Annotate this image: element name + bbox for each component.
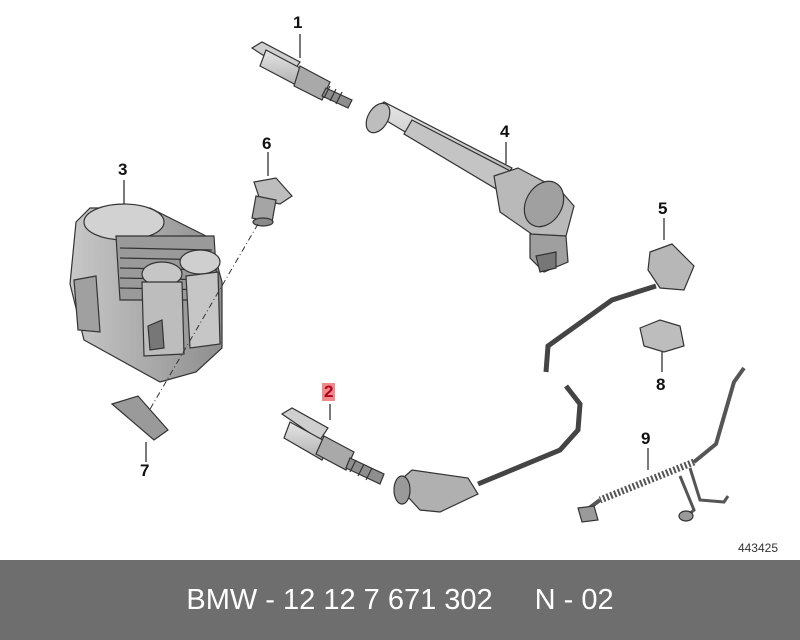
assembly-line (145, 223, 259, 417)
clip-part-8 (639, 319, 685, 372)
callout-4: 4 (500, 122, 510, 141)
ignition-lead-part-5 (393, 218, 695, 513)
callout-6: 6 (262, 134, 272, 153)
callout-8: 8 (656, 375, 666, 394)
callout-5: 5 (658, 199, 668, 218)
gasket-part-7 (110, 395, 169, 462)
callout-2-highlighted: 2 (322, 382, 336, 401)
grommet-part-6 (251, 152, 293, 227)
part-info-footer: BMW - 12 12 7 671 302 N - 02 (0, 560, 800, 640)
callout-9: 9 (641, 429, 651, 448)
part-number-label: BMW - 12 12 7 671 302 (186, 583, 493, 616)
position-label: N - 02 (534, 583, 614, 616)
callout-1: 1 (293, 13, 303, 32)
diagram-reference-number: 443425 (737, 541, 778, 555)
callout-7: 7 (140, 461, 150, 480)
ignition-coil-pack-part-3 (69, 180, 223, 383)
spark-plug-part-1 (250, 34, 353, 109)
exploded-parts-illustration (69, 34, 746, 523)
cable-harness-part-9 (577, 366, 746, 523)
callout-3: 3 (118, 160, 128, 179)
ignition-coil-part-4 (365, 101, 575, 273)
spark-plug-part-2 (280, 404, 385, 485)
